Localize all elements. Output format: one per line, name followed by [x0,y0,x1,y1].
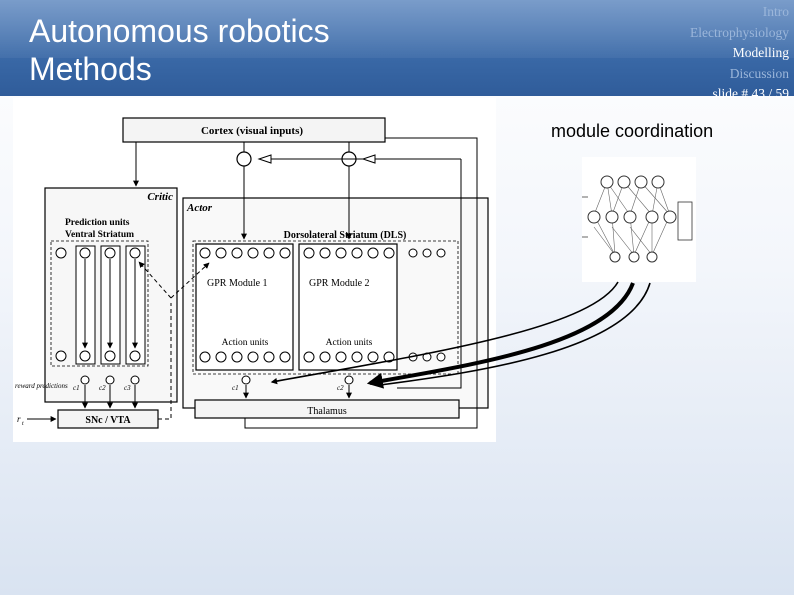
c1-label: c1 [73,384,80,392]
nav-item-intro[interactable]: Intro [762,4,789,19]
reward-predictions-label: reward predictions [15,382,68,390]
architecture-diagram: Cortex (visual inputs) Critic Actor Pred… [15,117,489,429]
critic-units [55,247,141,385]
section-nav: Intro Electrophysiology Modelling Discus… [690,2,789,105]
cortex-label: Cortex (visual inputs) [201,125,303,137]
gpr-module-1-box [195,243,294,371]
c2-label: c2 [99,384,106,392]
slide-number: slide # 43 / 59 [712,86,790,101]
action-units-label-1: Action units [222,338,269,348]
gpr-module-2-box [298,243,398,371]
c3-label: c3 [124,384,131,392]
cortex-box [122,117,386,143]
prediction-units-label: Prediction units [65,218,130,228]
slide-title-line-2: Methods [29,51,152,87]
header-highlight [0,0,794,58]
thalamus-label: Thalamus [307,406,347,417]
ventral-striatum-label: Ventral Striatum [65,230,134,240]
critic-label: Critic [147,191,173,203]
gpr-module-1-label: GPR Module 1 [207,278,268,289]
dls-label: Dorsolateral Striatum (DLS) [284,230,407,241]
reward-subscript: t [22,421,24,427]
gate-node-1 [236,151,252,167]
snc-vta-label: SNc / VTA [85,415,131,426]
ventral-striatum-frame [50,240,149,367]
module-coordination-thumbnail [582,157,696,282]
nav-item-discussion[interactable]: Discussion [729,65,789,81]
action-c1-label: c1 [232,384,239,392]
slide-header [0,0,794,96]
coordination-network-diagram [582,175,693,263]
actor-label: Actor [186,202,213,214]
action-units-label-2: Action units [326,338,373,348]
gpr-module-2-label: GPR Module 2 [309,278,370,289]
nav-item-modelling[interactable]: Modelling [732,45,789,60]
nav-item-electrophysiology[interactable]: Electrophysiology [690,24,789,40]
thalamus-box [194,399,460,419]
slide-title-line-1: Autonomous robotics [29,13,330,49]
module-coordination-caption: module coordination [551,121,714,141]
reward-label: r [17,414,21,424]
slide-title: Autonomous robotics Methods [29,12,330,88]
architecture-figure: Cortex (visual inputs) Critic Actor Pred… [13,98,496,442]
action-c2-label: c2 [337,384,344,392]
